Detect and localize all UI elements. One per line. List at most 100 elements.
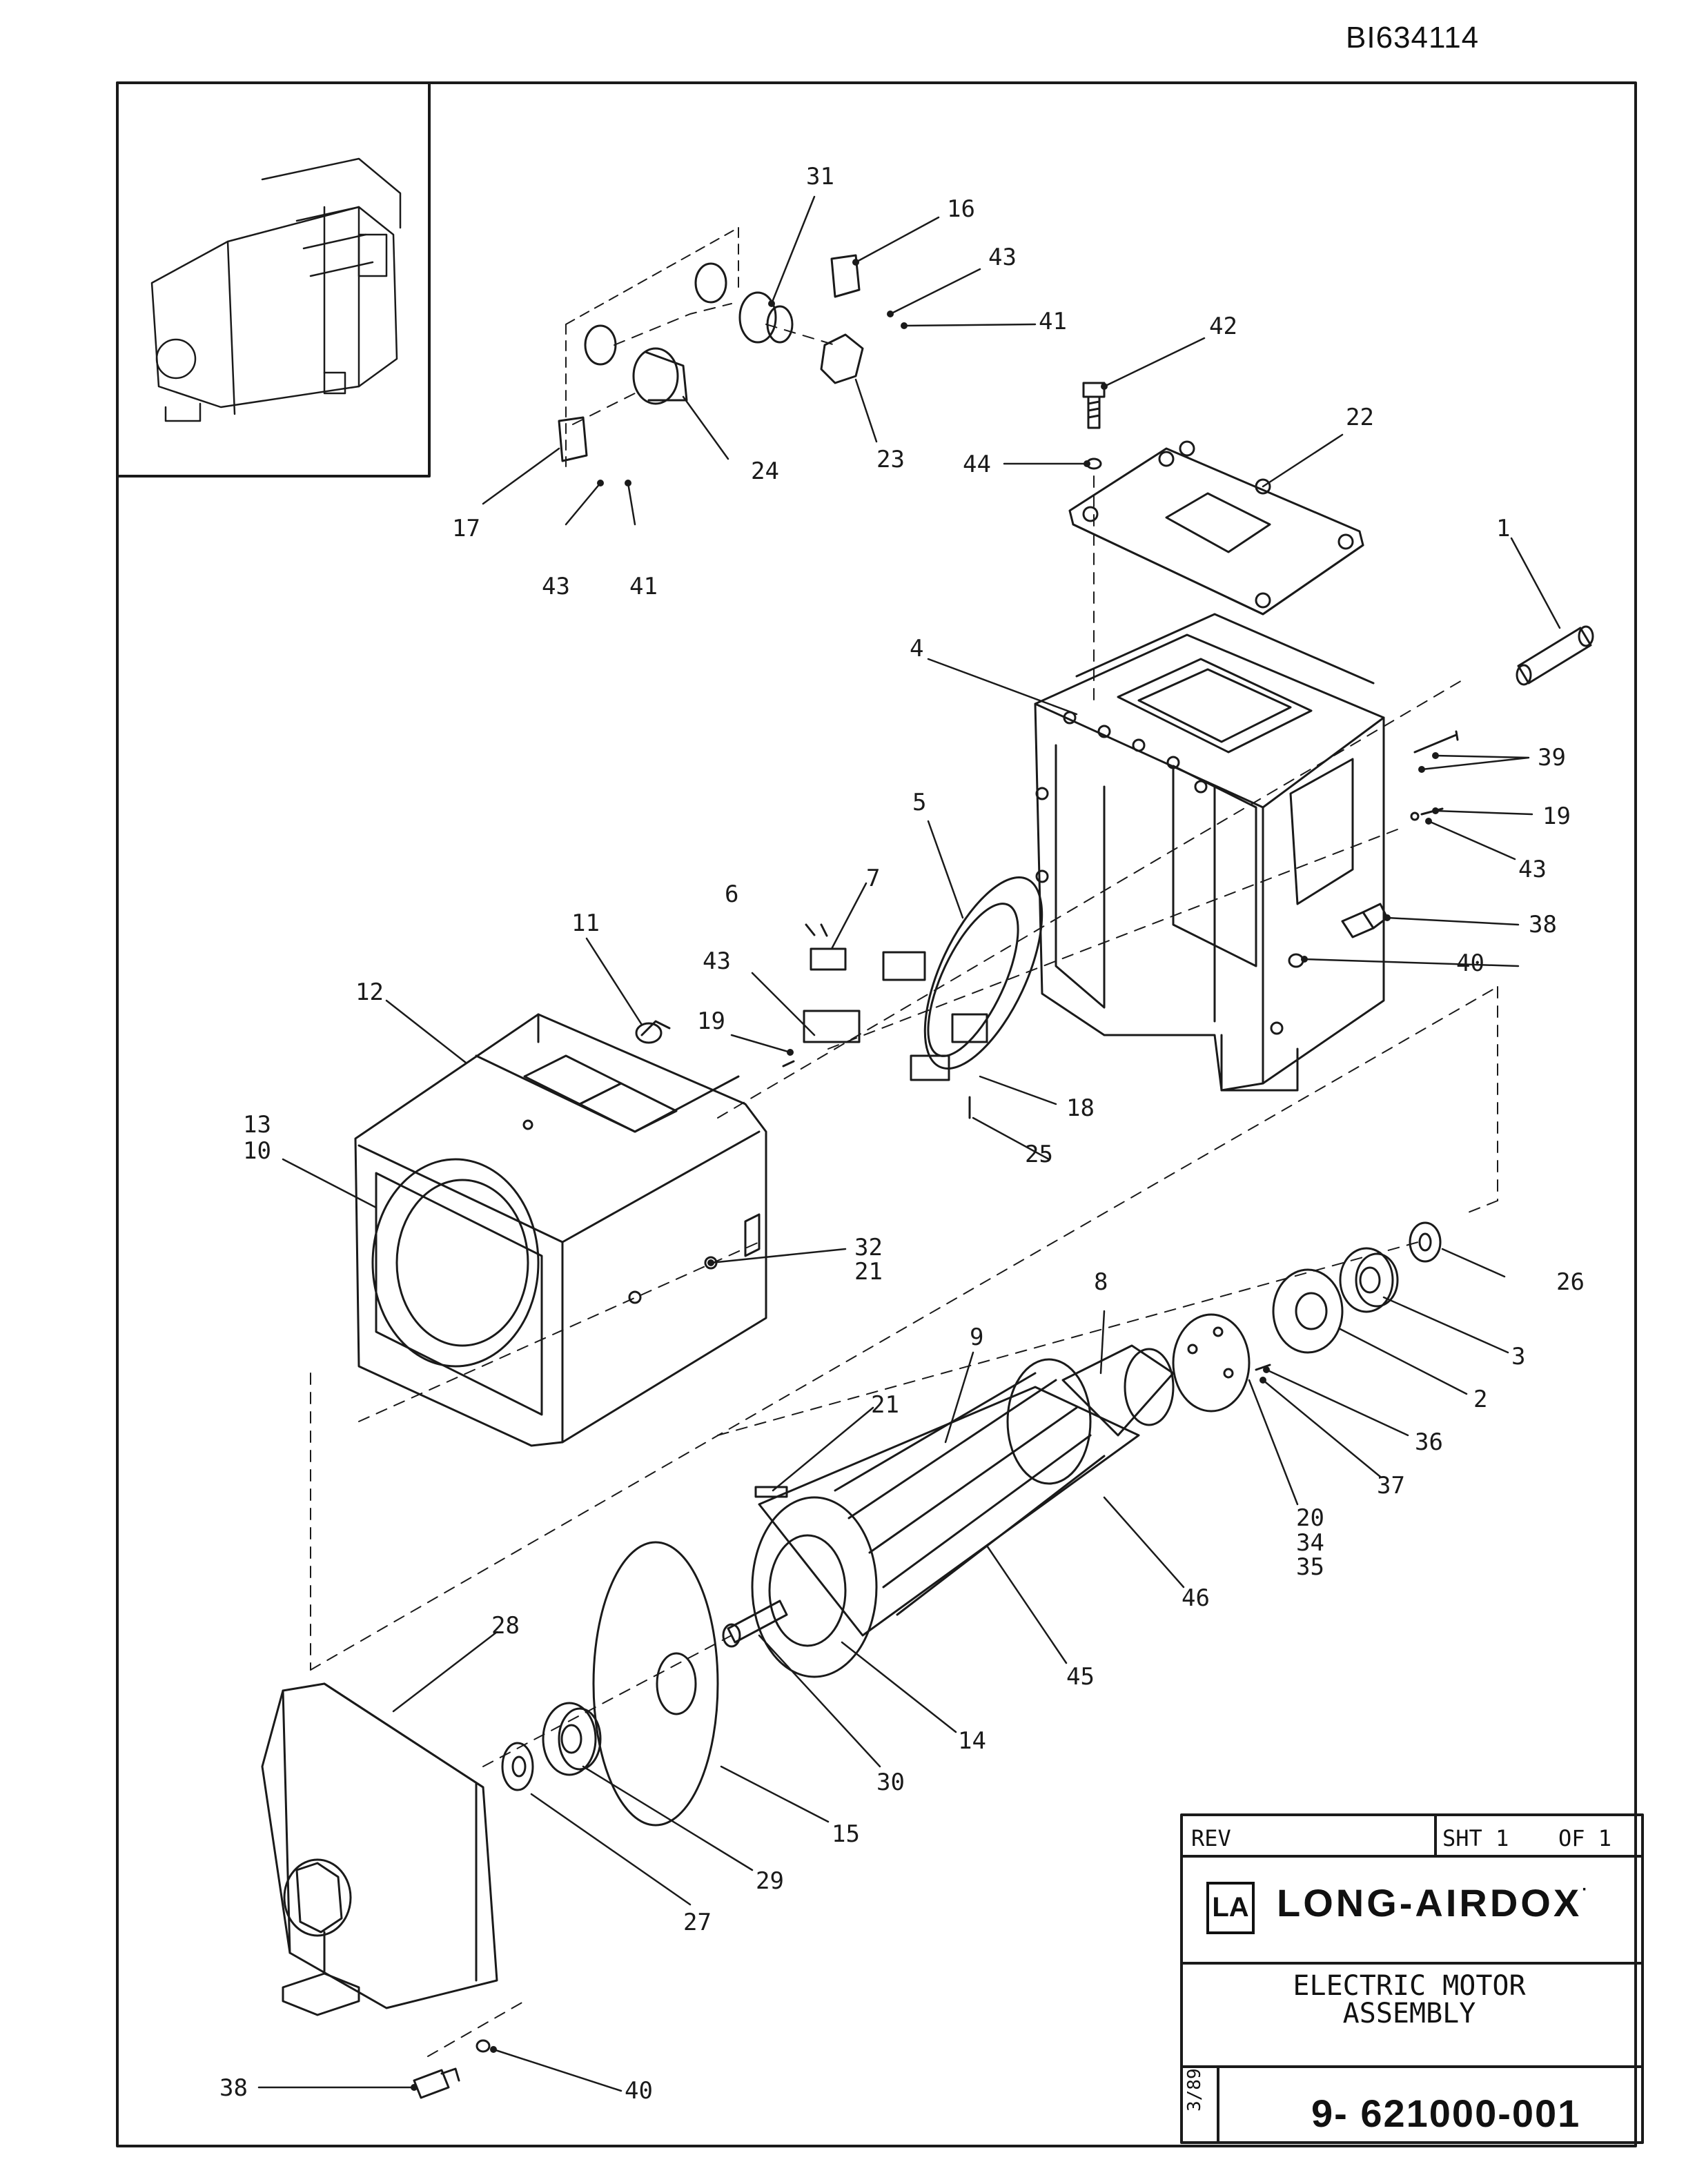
callout-44: 44 bbox=[963, 451, 991, 478]
screw-19-right bbox=[1410, 807, 1444, 821]
callout-14: 14 bbox=[958, 1727, 986, 1755]
bolt-38-right bbox=[1341, 903, 1389, 938]
washer-27 bbox=[501, 1742, 534, 1791]
callout-30: 30 bbox=[876, 1769, 905, 1796]
callout-15: 15 bbox=[832, 1820, 860, 1848]
screw-36 bbox=[1255, 1364, 1271, 1371]
callout-4: 4 bbox=[910, 635, 924, 662]
connector-23 bbox=[820, 333, 864, 384]
callout-12: 12 bbox=[355, 978, 384, 1006]
callout-43: 43 bbox=[542, 573, 570, 600]
callout-34: 34 bbox=[1296, 1529, 1324, 1557]
callout-5: 5 bbox=[912, 789, 927, 816]
commutator-8 bbox=[1061, 1344, 1175, 1437]
callout-2: 2 bbox=[1473, 1386, 1488, 1413]
drawing-border bbox=[116, 81, 1637, 2147]
company-logo: LA bbox=[1206, 1882, 1255, 1934]
callout-38: 38 bbox=[219, 2074, 248, 2102]
title-block-of: OF 1 bbox=[1558, 1825, 1612, 1851]
drive-end-housing-28 bbox=[261, 1682, 498, 2016]
inset-view-frame bbox=[116, 81, 431, 478]
callout-41: 41 bbox=[629, 573, 658, 600]
callout-32: 32 bbox=[854, 1234, 883, 1261]
callout-43: 43 bbox=[1518, 856, 1547, 883]
callout-46: 46 bbox=[1182, 1584, 1210, 1612]
callout-37: 37 bbox=[1377, 1472, 1405, 1499]
leader-lines bbox=[257, 195, 1561, 2092]
clamp-16 bbox=[830, 254, 861, 298]
callout-13: 13 bbox=[243, 1111, 271, 1139]
callout-18: 18 bbox=[1066, 1094, 1095, 1122]
callout-45: 45 bbox=[1066, 1663, 1095, 1691]
callout-35: 35 bbox=[1296, 1553, 1324, 1581]
drawing-title-line-2: ASSEMBLY bbox=[1342, 1998, 1476, 2029]
callout-31: 31 bbox=[806, 163, 834, 190]
stator-frame-12 bbox=[354, 1013, 767, 1447]
part-number: 9- 621000-001 bbox=[1311, 2092, 1581, 2135]
drawing-title: ELECTRIC MOTOR ASSEMBLY bbox=[1182, 1972, 1637, 2027]
callout-1: 1 bbox=[1496, 515, 1511, 542]
title-block-frame bbox=[1180, 1813, 1644, 2144]
callout-22: 22 bbox=[1346, 404, 1374, 431]
clamp-17 bbox=[558, 416, 588, 462]
bolt-38-bottom bbox=[413, 2067, 460, 2099]
callout-29: 29 bbox=[756, 1867, 784, 1895]
bearing-cap-2 bbox=[1272, 1268, 1344, 1354]
callout-17: 17 bbox=[452, 515, 480, 542]
callout-8: 8 bbox=[1094, 1268, 1108, 1296]
callout-40: 40 bbox=[1456, 950, 1484, 977]
brush-holders bbox=[882, 951, 988, 1081]
port-ring-lower bbox=[584, 324, 617, 366]
callout-26: 26 bbox=[1556, 1268, 1585, 1296]
receptacle-31 bbox=[738, 291, 794, 344]
washer-26 bbox=[1409, 1221, 1442, 1263]
callout-43: 43 bbox=[988, 244, 1017, 271]
bushing-1 bbox=[1516, 625, 1594, 686]
callout-42: 42 bbox=[1209, 313, 1237, 340]
callout-6: 6 bbox=[725, 881, 739, 908]
commutator-end-plate bbox=[1172, 1313, 1251, 1413]
callout-40: 40 bbox=[625, 2077, 653, 2105]
callout-39: 39 bbox=[1538, 744, 1566, 771]
title-block-rev: REV bbox=[1191, 1825, 1231, 1851]
brush-holder-6 bbox=[803, 1010, 861, 1043]
callout-36: 36 bbox=[1415, 1428, 1443, 1456]
cover-plate-22 bbox=[1068, 440, 1364, 616]
key-21 bbox=[754, 1486, 788, 1498]
bearing-3 bbox=[1339, 1247, 1399, 1313]
screw-19-left bbox=[782, 1060, 795, 1068]
assembly-centerlines bbox=[310, 303, 1498, 2057]
callout-43: 43 bbox=[703, 947, 731, 975]
port-ring-upper bbox=[694, 262, 727, 304]
washer-40-right bbox=[1288, 953, 1304, 968]
callout-28: 28 bbox=[491, 1612, 520, 1640]
drawing-date: 3/89 bbox=[1184, 2068, 1205, 2112]
washer-40-bottom bbox=[476, 2039, 491, 2053]
callout-20: 20 bbox=[1296, 1504, 1324, 1532]
callout-21: 21 bbox=[854, 1258, 883, 1286]
callout-7: 7 bbox=[866, 865, 881, 892]
callout-27: 27 bbox=[683, 1909, 712, 1936]
inset-motor-sketch bbox=[150, 157, 402, 422]
callout-25: 25 bbox=[1025, 1141, 1053, 1168]
callout-9: 9 bbox=[970, 1324, 984, 1351]
title-block-sheet: SHT 1 bbox=[1442, 1825, 1509, 1851]
company-name: LONG-AIRDOX· bbox=[1277, 1880, 1591, 1925]
bolt-42 bbox=[1082, 382, 1106, 429]
document-id: BI634114 bbox=[1346, 21, 1480, 55]
end-housing-4 bbox=[1034, 613, 1385, 1092]
callout-23: 23 bbox=[876, 446, 905, 473]
callout-38: 38 bbox=[1529, 911, 1557, 938]
brush-7 bbox=[805, 923, 847, 971]
callout-41: 41 bbox=[1039, 308, 1067, 335]
callout-10: 10 bbox=[243, 1137, 271, 1165]
shaft-30 bbox=[722, 1600, 788, 1648]
cap-24 bbox=[632, 347, 688, 405]
callout-24: 24 bbox=[751, 458, 779, 485]
screw-39 bbox=[1413, 730, 1459, 754]
armature-9 bbox=[751, 1358, 1140, 1678]
mounting-surface-box bbox=[565, 227, 739, 470]
callout-19: 19 bbox=[1542, 803, 1571, 830]
leader-arrowheads bbox=[411, 259, 1439, 2091]
